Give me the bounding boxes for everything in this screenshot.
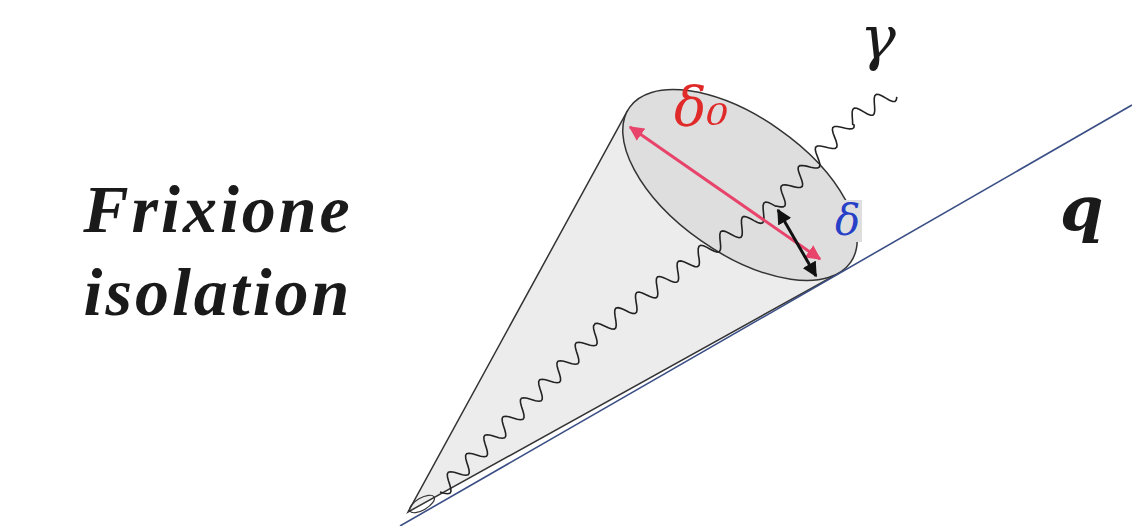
cone-opening xyxy=(590,52,889,318)
diagram-title: Frixione isolation xyxy=(18,168,418,334)
cone-radius-arrow xyxy=(630,127,820,259)
distance-arrow xyxy=(778,210,816,276)
cone-radius-label: δ₀ xyxy=(672,80,730,134)
quark-label: q xyxy=(1058,178,1105,240)
distance-label: δ xyxy=(833,200,862,242)
quark-line xyxy=(400,105,1132,526)
photon-line xyxy=(440,94,897,493)
photon-label: γ xyxy=(858,8,898,68)
